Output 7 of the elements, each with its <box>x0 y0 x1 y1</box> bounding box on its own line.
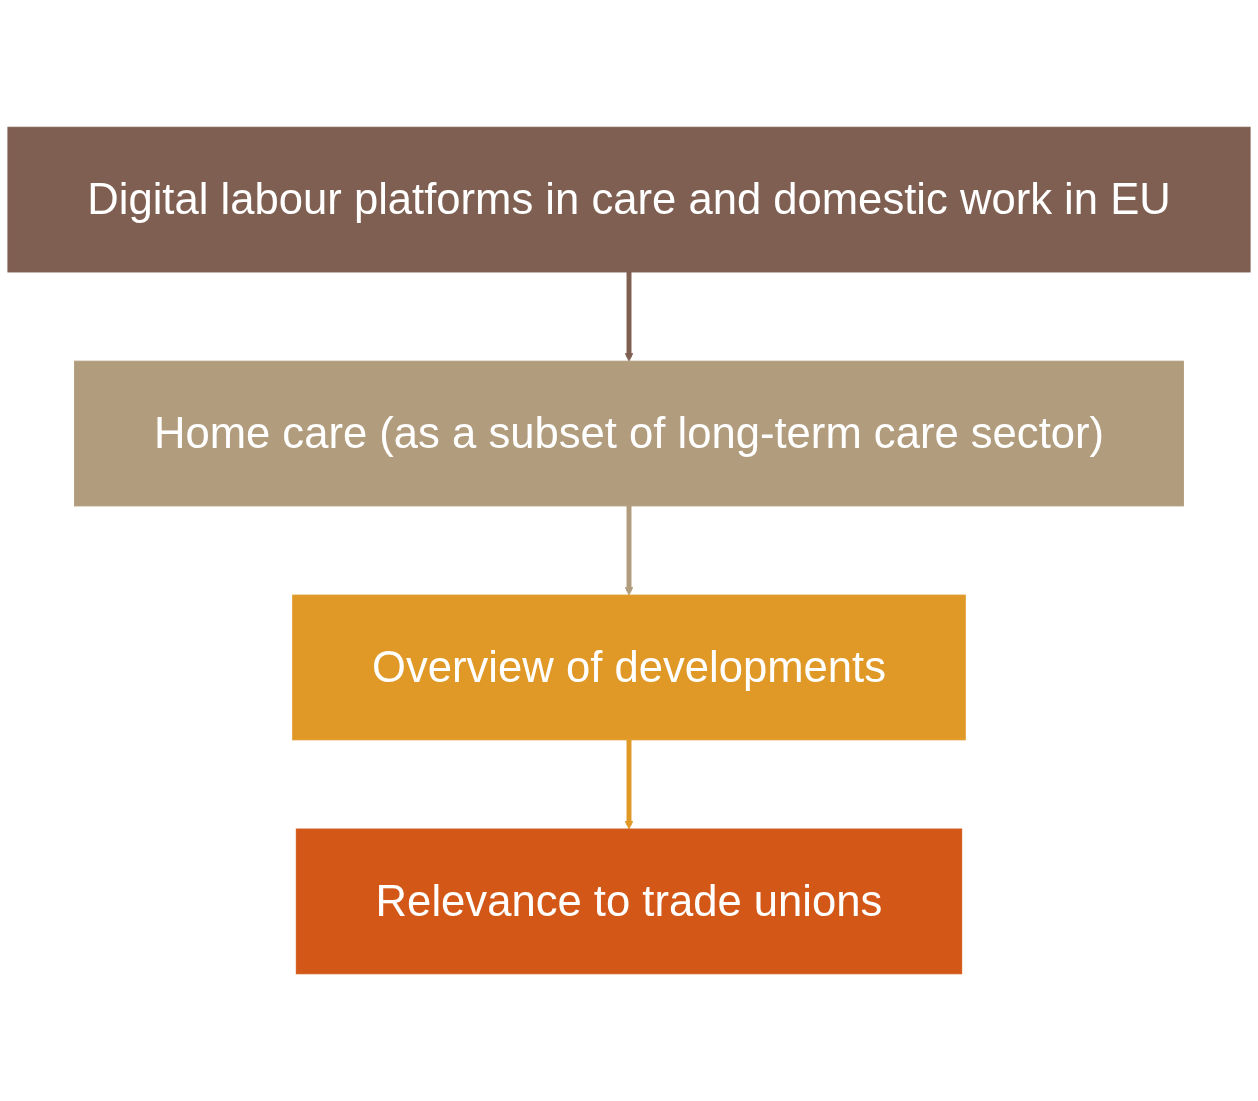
node-box: Home care (as a subset of long-term care sector) <box>74 360 1184 507</box>
node-box: Digital labour platforms in care and domestic work in EU <box>7 126 1251 273</box>
node-box: Overview of developments <box>292 594 966 741</box>
arrow <box>624 739 634 830</box>
arrow <box>624 505 634 596</box>
arrow <box>624 271 634 362</box>
node-box: Relevance to trade unions <box>295 828 963 975</box>
